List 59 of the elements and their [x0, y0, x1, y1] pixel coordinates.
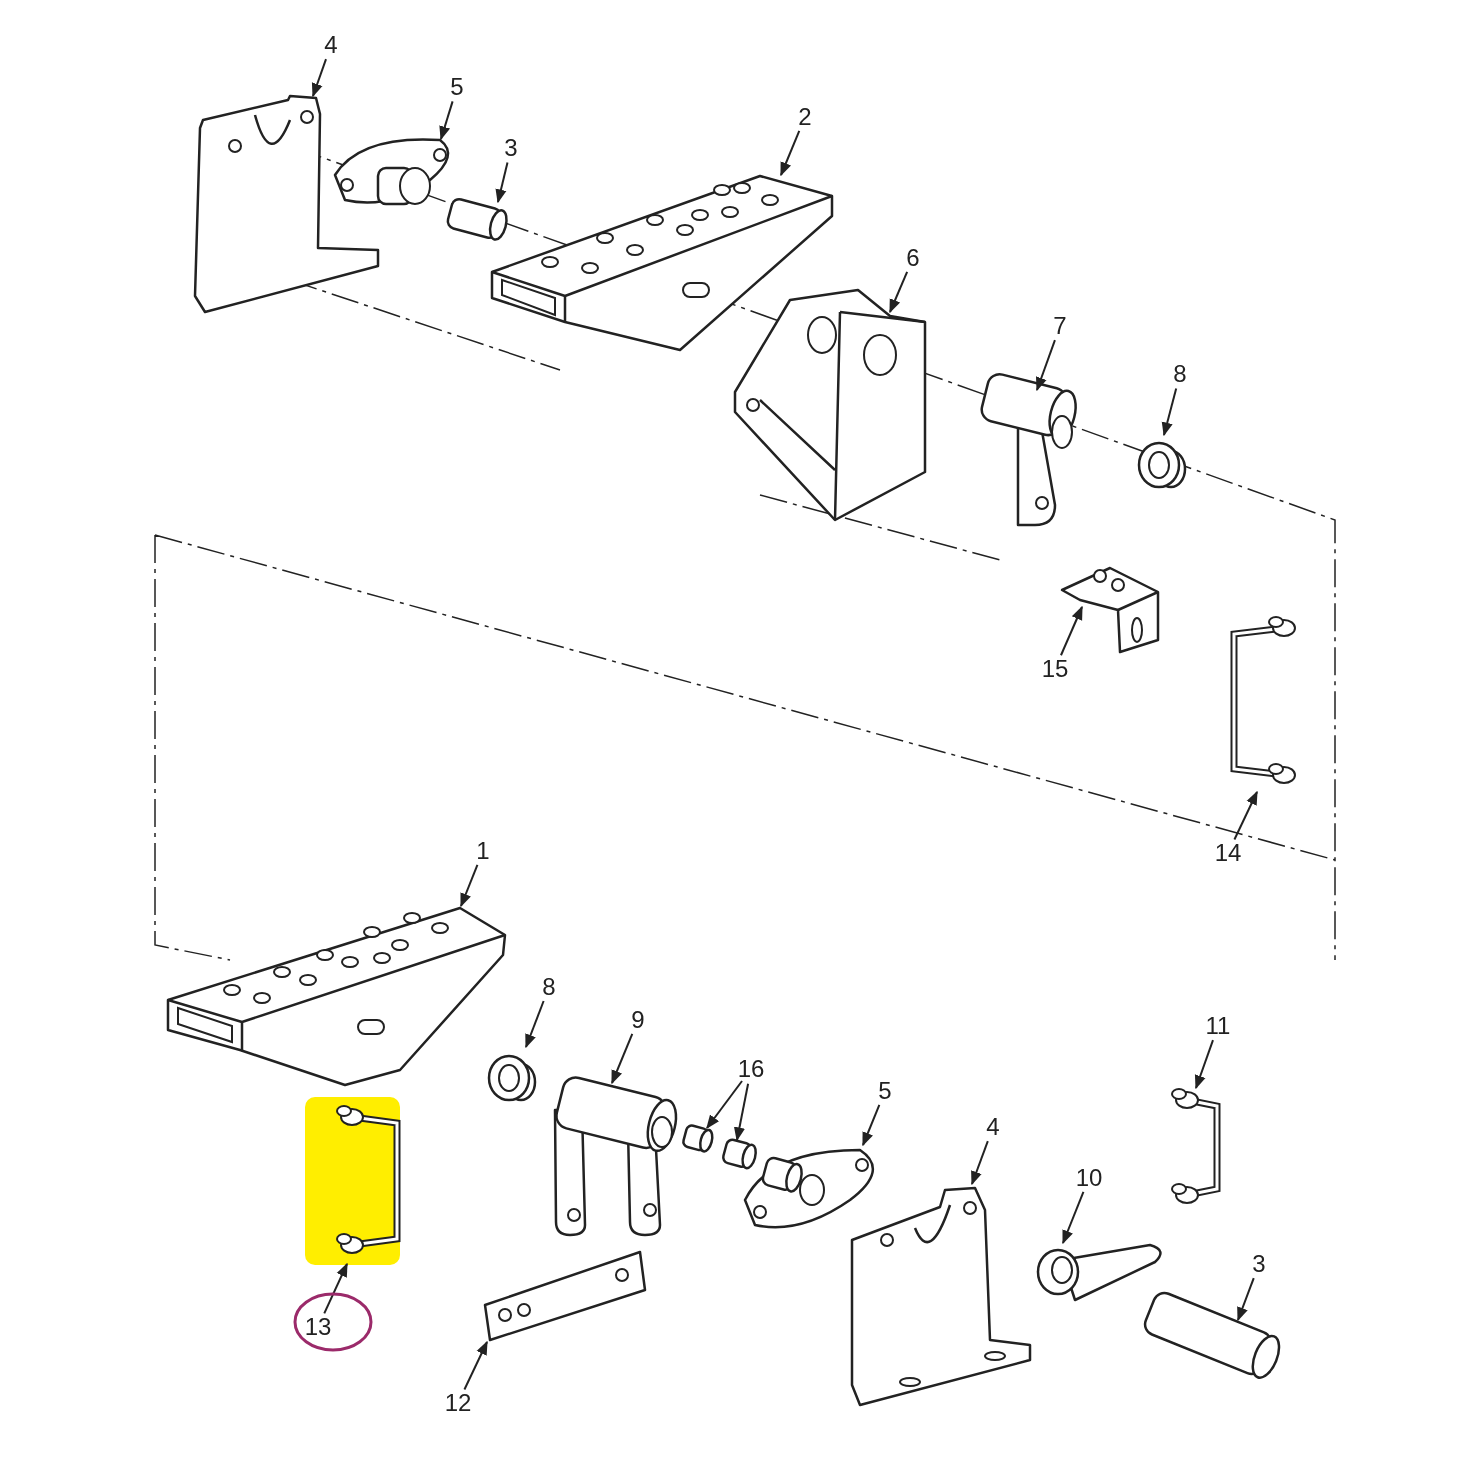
pivot-bracket-drawing: [552, 1073, 678, 1237]
callout-number: 13: [304, 1314, 332, 1340]
leader-line: [971, 1140, 989, 1186]
leader-line: [495, 161, 509, 204]
step-plate-drawing: [166, 906, 507, 1087]
leader-line: [1062, 1190, 1085, 1245]
step-plate-drawing: [490, 174, 834, 352]
callout-number: 5: [450, 74, 464, 100]
callout-number: 15: [1041, 656, 1069, 682]
callout-number: 7: [1053, 313, 1067, 339]
spacer-drawing: [680, 1123, 714, 1153]
callout-number: 10: [1075, 1165, 1103, 1191]
leader-line: [889, 270, 909, 314]
leader-line: [1036, 339, 1056, 392]
leader-line: [611, 1032, 634, 1085]
leader-line: [460, 863, 479, 908]
callout-number: 9: [631, 1007, 645, 1033]
callout-number: 4: [324, 32, 338, 58]
callout-number: 4: [986, 1114, 1000, 1140]
leader-line: [706, 1080, 744, 1130]
arm-drawing: [1036, 1243, 1162, 1302]
angle-bracket-drawing: [1060, 566, 1160, 654]
plate-drawing: [483, 1250, 647, 1342]
mounting-bracket-drawing: [193, 94, 380, 314]
leader-line: [733, 1082, 750, 1142]
leader-line: [1161, 387, 1178, 437]
bushing-drawing: [487, 1054, 537, 1102]
flange-drawing: [333, 138, 450, 206]
handle-drawing: [336, 1105, 401, 1254]
leader-line: [439, 100, 454, 141]
leader-line: [1237, 1277, 1255, 1322]
callout-number: 8: [1173, 361, 1187, 387]
callout-number: 16: [737, 1056, 765, 1082]
callout-number: 12: [444, 1390, 472, 1416]
leader-line: [1194, 1039, 1214, 1090]
lever-pin-drawing: [977, 370, 1077, 527]
leader-line: [1060, 605, 1083, 657]
callout-number: 14: [1214, 840, 1242, 866]
callout-number: 1: [476, 838, 490, 864]
leader-line: [862, 1103, 881, 1147]
leader-line: [323, 1262, 348, 1315]
leader-line: [780, 129, 801, 177]
leader-line: [311, 58, 327, 98]
leader-line: [1233, 790, 1258, 841]
callout-number: 5: [878, 1078, 892, 1104]
handle-drawing: [1171, 1088, 1221, 1204]
leader-line: [463, 1340, 488, 1391]
handle-drawing: [1230, 616, 1296, 784]
leader-line: [525, 1000, 545, 1049]
callout-number: 8: [542, 974, 556, 1000]
callout-number: 3: [1252, 1251, 1266, 1277]
bushing-drawing: [1137, 441, 1187, 489]
callout-number: 3: [504, 135, 518, 161]
callout-number: 2: [798, 104, 812, 130]
support-bracket-drawing: [733, 288, 927, 522]
callout-number: 11: [1205, 1013, 1231, 1039]
mounting-bracket-drawing: [850, 1186, 1032, 1407]
flange-drawing: [743, 1148, 875, 1229]
callout-number: 6: [906, 245, 920, 271]
